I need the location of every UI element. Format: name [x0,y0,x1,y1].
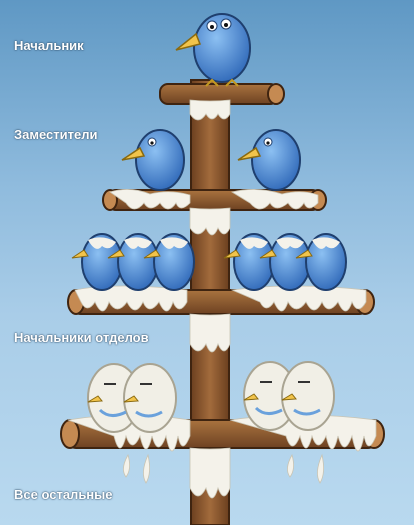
birds-department-heads-left [71,233,195,291]
bird-boss [175,13,251,87]
birds-everyone-else-right [243,361,335,431]
label-everyone-else: Все остальные [14,487,113,502]
label-deputies: Заместители [14,127,98,142]
label-department-heads: Начальники отделов [14,330,149,345]
birds-department-heads-right [223,233,347,291]
birds-everyone-else-left [87,363,177,433]
bird-deputy-left [121,129,185,191]
bird-deputy-right [237,129,301,191]
label-boss: Начальник [14,38,84,53]
